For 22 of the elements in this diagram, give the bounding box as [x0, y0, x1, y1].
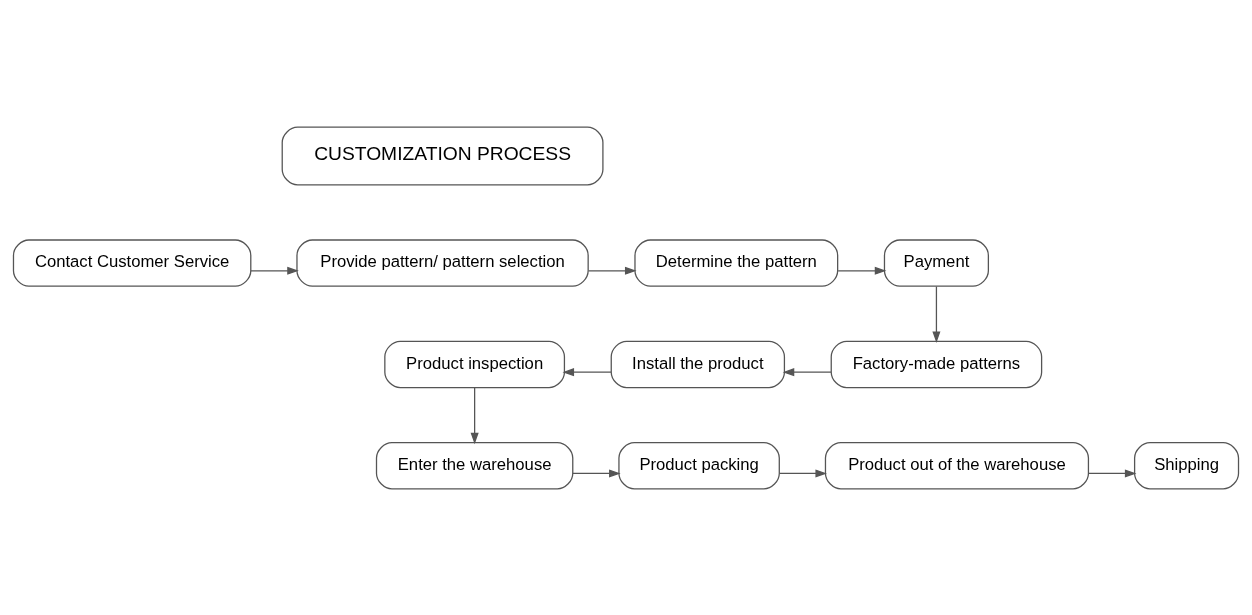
- arrow: [779, 468, 827, 478]
- arrow: [562, 367, 612, 376]
- node-box: Provide pattern/ pattern selection: [296, 238, 589, 287]
- node-box: Enter the warehouse: [375, 441, 574, 489]
- arrow: [1087, 468, 1137, 478]
- arrow: [572, 468, 621, 478]
- arrow: [782, 367, 832, 376]
- node-box: Contact Customer Service: [12, 238, 252, 287]
- arrow: [932, 285, 941, 343]
- node-box: Product packing: [618, 441, 780, 489]
- node-box: Factory-made patterns: [830, 340, 1043, 388]
- node-box: Install the product: [610, 340, 786, 388]
- arrow: [837, 266, 887, 275]
- arrow: [587, 266, 637, 275]
- node-box: Product out of the warehouse: [824, 441, 1090, 489]
- node-box: Payment: [883, 238, 989, 287]
- node-box: Shipping: [1133, 441, 1240, 489]
- node-box: Product inspection: [384, 340, 566, 388]
- arrow: [470, 386, 479, 444]
- node-box: Determine the pattern: [634, 238, 839, 287]
- node-box: CUSTOMIZATION PROCESS: [281, 126, 604, 185]
- arrow: [250, 266, 299, 275]
